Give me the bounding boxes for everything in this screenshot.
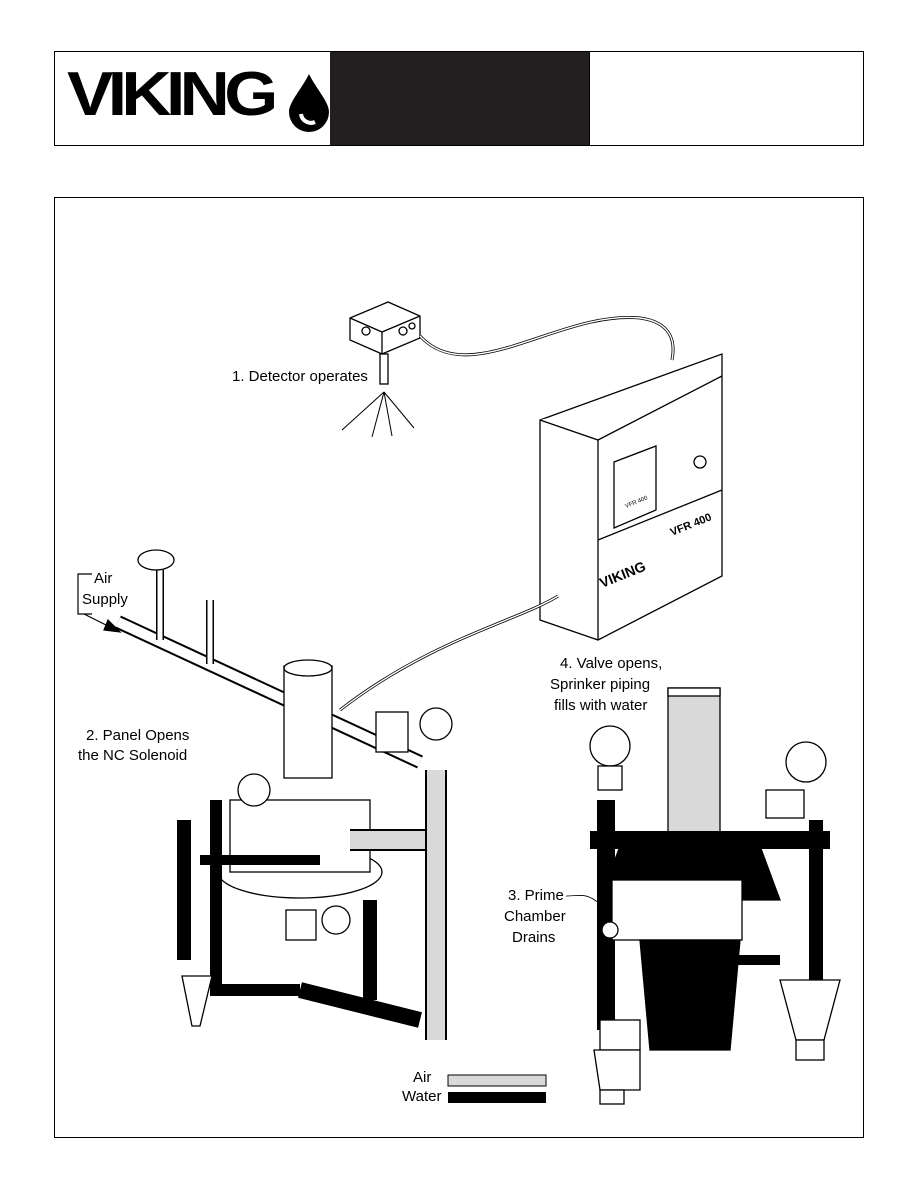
panel-wire <box>339 594 559 712</box>
step3-leader <box>565 894 601 905</box>
water-drop-icon <box>289 74 329 132</box>
legend-water-swatch <box>448 1092 546 1103</box>
step4-label-1: 4. Valve opens, <box>560 655 662 672</box>
legend: Air Water <box>402 1069 547 1105</box>
diagram-frame <box>54 197 864 1138</box>
step4-label-2: Sprinker piping <box>550 676 650 693</box>
step3-label-3: Drains <box>512 929 555 946</box>
step3-label-2: Chamber <box>504 908 566 925</box>
release-panel <box>539 353 723 641</box>
step1-label: 1. Detector operates <box>232 368 368 385</box>
detector-spray-lines <box>341 391 415 438</box>
legend-air-label: Air <box>413 1069 431 1086</box>
legend-water-label: Water <box>402 1088 441 1105</box>
left-valve-assembly <box>115 549 453 1040</box>
viking-logo: VIKING <box>67 60 278 129</box>
step4-label-3: fills with water <box>554 697 647 714</box>
right-valve-assembly <box>589 687 841 1105</box>
air-supply-label-2: Supply <box>82 591 128 608</box>
info-block <box>589 52 864 145</box>
air-supply-label-1: Air <box>94 570 112 587</box>
air-supply-pointer <box>77 573 122 633</box>
detector-wire <box>418 315 675 361</box>
title-block <box>330 52 589 145</box>
legend-air-swatch <box>447 1074 547 1087</box>
step2-label-1: 2. Panel Opens <box>86 727 189 744</box>
logo-area: VIKING ® <box>55 52 361 145</box>
step3-label-1: 3. Prime <box>508 887 564 904</box>
page-header: VIKING ® <box>54 51 864 146</box>
step2-label-2: the NC Solenoid <box>78 747 187 764</box>
